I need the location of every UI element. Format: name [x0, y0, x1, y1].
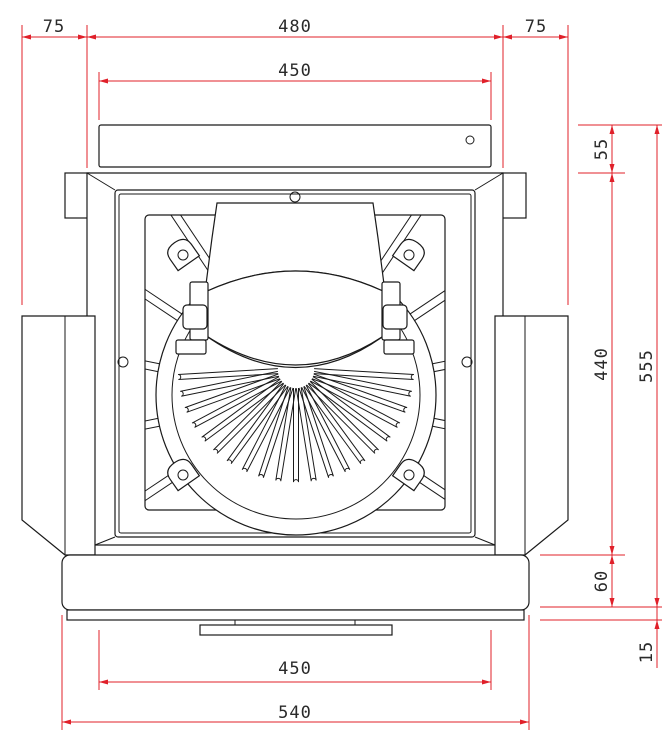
frame-hole-top — [289, 191, 301, 203]
arrowhead — [22, 34, 31, 40]
dim-label-right-top: 55 — [592, 138, 612, 160]
fan-line — [180, 370, 280, 397]
frame-hole-left — [117, 356, 129, 368]
arrowhead — [62, 719, 71, 725]
dim-label-right-middle: 440 — [592, 347, 612, 381]
fan-line — [312, 370, 412, 397]
spoke-line — [145, 353, 163, 374]
fan-line — [275, 387, 297, 482]
top-cover — [98, 124, 492, 168]
spoke-line — [410, 270, 445, 324]
fan-line — [295, 387, 317, 482]
fan-line — [301, 384, 351, 473]
arrowhead — [99, 679, 108, 685]
fan-line — [298, 386, 334, 478]
corner-lug — [167, 458, 201, 492]
dim-label-right-foot: 15 — [637, 641, 657, 663]
arrowhead — [99, 78, 108, 84]
bottom-rail — [199, 624, 393, 636]
arrowhead — [654, 598, 660, 607]
spoke-line — [145, 345, 165, 366]
body-corner-br — [474, 536, 496, 546]
spoke-line — [405, 263, 445, 318]
fan-line — [213, 381, 286, 454]
left-shoulder — [64, 172, 90, 219]
fan-line — [258, 386, 294, 478]
arrowhead — [654, 125, 660, 134]
spoke-line — [429, 353, 445, 374]
left-wing — [21, 315, 96, 556]
spoke-line — [145, 270, 182, 324]
dim-label-right-overall: 555 — [637, 349, 657, 383]
arrowhead — [609, 555, 615, 564]
fan-line — [308, 378, 391, 442]
corner-lug — [391, 458, 425, 492]
corner-lugs — [167, 238, 425, 492]
corner-lug — [391, 238, 425, 272]
dim-label-bottom-overall: 540 — [278, 703, 312, 723]
fan-line — [311, 373, 408, 413]
arrowhead — [482, 78, 491, 84]
fan-line — [226, 383, 289, 465]
arrowhead — [609, 173, 615, 182]
arrowhead — [654, 620, 660, 629]
top-cover-hole — [465, 135, 475, 145]
arrowhead — [609, 598, 615, 607]
arrowhead — [609, 546, 615, 555]
arrowhead — [559, 34, 568, 40]
dim-label-top-overall: 480 — [278, 17, 312, 37]
base-foot-strip — [66, 609, 525, 621]
arrowhead — [87, 34, 96, 40]
spoke-line — [429, 416, 445, 437]
fan-line — [293, 388, 299, 483]
machine-outline — [21, 124, 569, 636]
frame-hole-right — [461, 356, 473, 368]
dimensions: 75 480 75 450 55 440 555 60 15 450 540 — [21, 17, 662, 730]
fan-line — [303, 383, 366, 465]
fan-line — [241, 384, 291, 473]
arrowhead — [494, 34, 503, 40]
body-corner-tl — [86, 172, 116, 191]
arrowhead — [520, 719, 529, 725]
fan-line — [177, 368, 279, 381]
fan-lines — [177, 368, 415, 483]
dim-label-top-left: 75 — [43, 17, 65, 37]
body-corner-bl — [94, 536, 116, 546]
fan-line — [184, 373, 281, 413]
arrowhead — [503, 34, 512, 40]
corner-lug — [167, 238, 201, 272]
dimension-arrows — [22, 34, 660, 725]
base-plinth — [61, 554, 530, 611]
fan-line — [201, 378, 284, 442]
dim-label-top-right: 75 — [525, 17, 547, 37]
spoke-line — [427, 345, 445, 366]
spoke-line — [145, 416, 163, 437]
right-wing — [494, 315, 569, 556]
arrowhead — [609, 125, 615, 134]
fan-line — [313, 368, 415, 381]
fan-line — [306, 381, 379, 454]
dim-label-bottom-inner: 450 — [278, 659, 312, 679]
fan-line — [191, 376, 282, 428]
fan-line — [310, 376, 401, 428]
arrowhead — [482, 679, 491, 685]
arrowhead — [78, 34, 87, 40]
spoke-line — [145, 424, 165, 445]
body-corner-tr — [474, 172, 504, 191]
right-bracket — [381, 281, 415, 355]
right-shoulder — [501, 172, 527, 219]
dim-label-right-base: 60 — [592, 570, 612, 592]
dim-label-top-inner: 450 — [278, 61, 312, 81]
spoke-line — [427, 424, 445, 445]
hopper-skirt — [204, 334, 386, 366]
spoke-line — [145, 263, 187, 318]
arrowhead — [609, 164, 615, 173]
left-bracket — [175, 281, 209, 355]
